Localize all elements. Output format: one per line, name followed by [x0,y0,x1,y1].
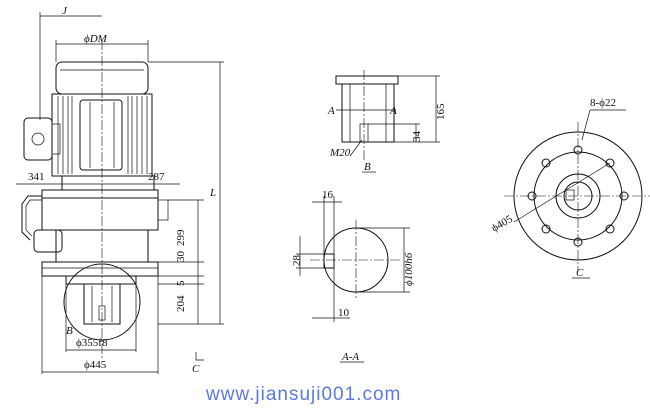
oil-pipe [22,196,42,240]
label-a-left: A [327,105,335,117]
label-holes: 8-ϕ22 [590,97,616,109]
label-aa: A-A [341,351,359,363]
section-aa: 16 28 10 ϕ100h6 A-A [291,189,415,363]
dim-30: 30 [175,251,187,263]
view-b: A A 165 34 M20 B [327,70,447,173]
watermark: www.jiansuji001.com [205,384,401,405]
dim-l: L [209,187,216,199]
dim-phi355: ϕ355f8 [76,337,108,349]
dim-j: J [62,5,68,17]
gearbox-housing [42,190,158,230]
label-a-right: A [389,105,397,117]
dim-287: 287 [148,171,165,183]
label-m20: M20 [329,147,351,159]
dim-5: 5 [175,280,187,286]
label-b-main: B [66,325,73,337]
view-c: 8-ϕ22 ϕ405 C [490,97,650,279]
label-b-view: B [364,161,371,173]
dim-16: 16 [322,189,334,201]
dim-phi405: ϕ405 [490,213,516,235]
terminal-box [24,118,60,160]
label-c-view: C [576,267,584,279]
dim-204: 204 [175,295,187,312]
label-c-main: C [192,363,200,375]
dim-34: 34 [411,131,423,143]
dim-dm: ϕDM [84,33,108,45]
main-view: J ϕDM L 341 287 299 30 5 204 B ϕ355f8 [16,5,224,375]
oil-plug [34,230,62,252]
dim-phi100: ϕ100h6 [403,252,415,286]
dim-341: 341 [28,171,45,183]
dim-299: 299 [175,229,187,246]
dim-10: 10 [338,307,350,319]
dim-phi445: ϕ445 [84,359,107,371]
dim-28: 28 [291,255,303,267]
dim-165: 165 [435,103,447,120]
